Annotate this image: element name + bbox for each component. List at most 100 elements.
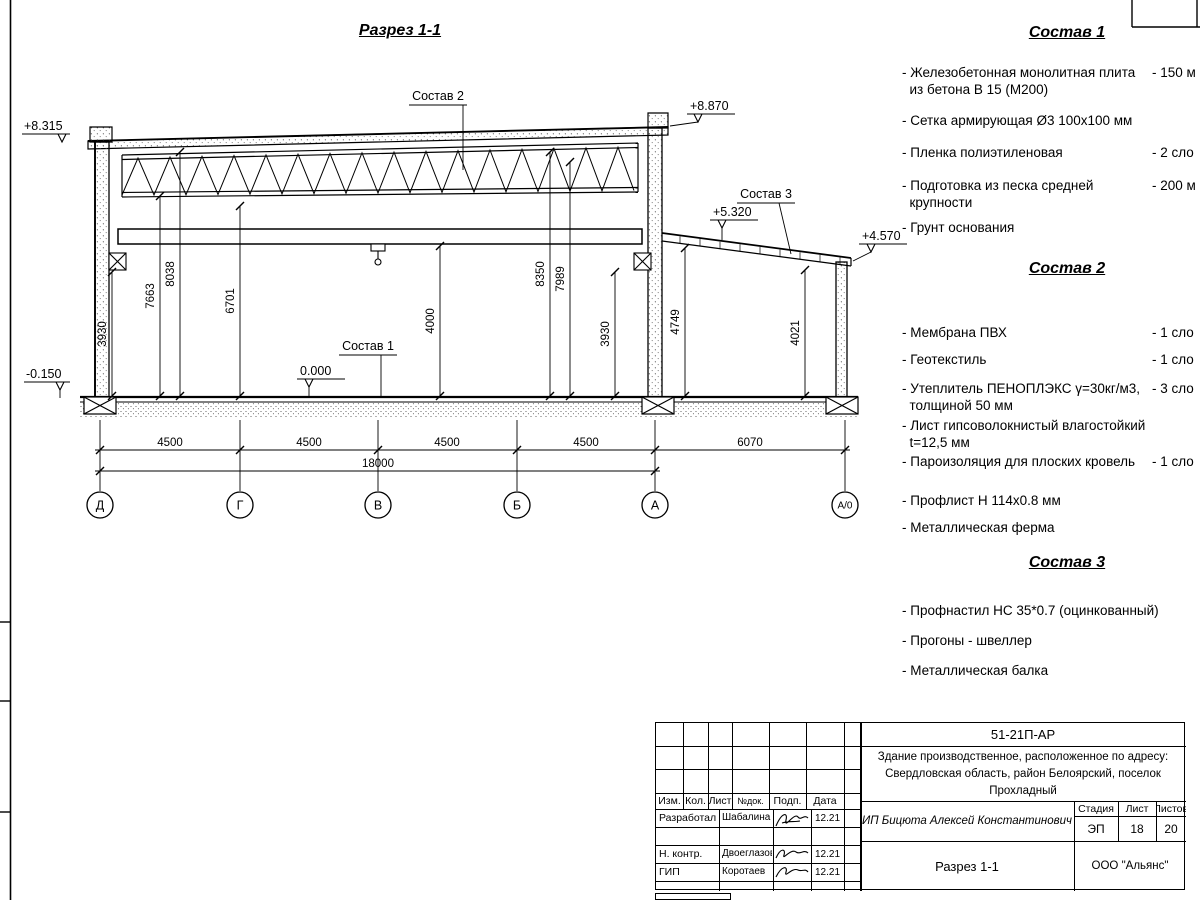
corbels — [108, 252, 652, 271]
building-section — [80, 112, 859, 415]
vertical-dimensions: 3930 7663 8038 6701 4000 8350 7989 3930 … — [97, 147, 810, 401]
project-description: Здание производственное, расположенное п… — [862, 749, 1184, 801]
format-note-box — [655, 893, 731, 900]
item-value: - 3 сло — [1152, 381, 1194, 396]
sheet-header: Лист — [1125, 802, 1149, 815]
list-item: - Грунт основания — [902, 219, 1200, 236]
elevation-marks: +8.315 +8.870 +5.320 +4.570 -0.150 0.000 — [22, 99, 907, 398]
label-sostav3: Состав 3 — [740, 187, 792, 201]
list-item: - Железобетонная монолитная плита из бет… — [902, 64, 1200, 98]
project-line: Прохладный — [989, 785, 1057, 797]
item-label: - Профнастил НС 35*0.7 (оцинкованный) — [902, 603, 1159, 618]
elevation-ground: -0.150 — [26, 367, 61, 381]
project-line: Свердловская область, район Белоярский, … — [885, 768, 1161, 780]
sheet-value: 18 — [1130, 821, 1144, 836]
list-item: - Мембрана ПВХ - 1 сло — [902, 324, 1200, 341]
item-value: - 1 сло — [1152, 352, 1194, 367]
axis-a: А — [651, 499, 660, 513]
item-value: - 150 м — [1152, 65, 1196, 80]
row-role: ГИП — [659, 866, 680, 878]
vdim-6: 8350 — [535, 261, 547, 287]
list-item: - Пароизоляция для плоских кровель - 1 с… — [902, 453, 1200, 470]
hoist-hook — [370, 243, 386, 266]
hdim-total: 18000 — [362, 458, 394, 470]
list-item: - Пленка полиэтиленовая - 2 сло — [902, 144, 1200, 161]
hdim-span4: 4500 — [573, 437, 599, 449]
header-ndok: №док. — [737, 796, 764, 806]
stage-header: Стадия — [1078, 802, 1114, 815]
item-label: - Утеплитель ПЕНОПЛЭКС γ=30кг/м3, толщин… — [902, 381, 1141, 413]
ground-hatch — [80, 402, 858, 417]
signature-icon — [775, 814, 809, 827]
item-label: - Металлическая ферма — [902, 520, 1055, 535]
sheet-title: Разрез 1-1 — [935, 858, 999, 874]
item-label: - Прогоны - швеллер — [902, 633, 1032, 648]
row-role: Разработал — [659, 812, 717, 824]
elevation-roof-left: +8.315 — [24, 119, 63, 133]
header-data: Дата — [813, 795, 837, 807]
list-item: - Утеплитель ПЕНОПЛЭКС γ=30кг/м3, толщин… — [902, 380, 1200, 414]
item-value: - 1 сло — [1152, 325, 1194, 340]
list-item: - Геотекстиль - 1 сло — [902, 351, 1200, 368]
hdim-span1: 4500 — [157, 437, 183, 449]
hdim-span3: 4500 — [434, 437, 460, 449]
vdim-7: 7989 — [555, 266, 567, 292]
item-label: - Профлист Н 114х0.8 мм — [902, 493, 1061, 508]
axis-d: Д — [96, 499, 105, 513]
item-label: - Грунт основания — [902, 220, 1015, 235]
horizontal-dimensions: 4500 4500 4500 4500 6070 18000 Д Г В Б А… — [86, 420, 859, 519]
axis-g: Г — [237, 499, 244, 513]
item-value: - 2 сло — [1152, 145, 1194, 160]
composition-3-heading: Состав 3 — [1028, 554, 1106, 571]
header-podp: Подп. — [773, 795, 802, 807]
elevation-floor: 0.000 — [300, 364, 331, 378]
elevation-roof-right: +8.870 — [690, 99, 729, 113]
dimension-ticks — [107, 147, 810, 401]
item-label: - Железобетонная монолитная плита из бет… — [902, 65, 1136, 97]
item-label: - Металлическая балка — [902, 663, 1049, 678]
doc-number: 51-21П-АР — [990, 727, 1056, 742]
item-label: - Подготовка из песка средней крупности — [902, 178, 1094, 210]
vdim-4: 6701 — [225, 288, 237, 314]
vdim-2: 7663 — [145, 283, 157, 309]
project-line: Здание производственное, расположенное п… — [877, 751, 1169, 763]
composition-1-heading: Состав 1 — [1028, 24, 1106, 41]
axis-b: Б — [513, 499, 521, 513]
label-sostav2: Состав 2 — [412, 89, 464, 103]
elevation-annex-low: +4.570 — [862, 229, 901, 243]
row-date: 12.21 — [814, 813, 841, 824]
row-role: Н. контр. — [659, 848, 703, 860]
vdim-10: 4021 — [790, 320, 802, 346]
signature-icon — [775, 849, 809, 859]
row-name: Шабалина — [722, 812, 771, 823]
item-value: - 200 м — [1152, 178, 1196, 193]
list-item: - Лист гипсоволокнистый влагостойкий t=1… — [902, 417, 1200, 451]
item-label: - Геотекстиль — [902, 352, 987, 367]
leader-labels: Состав 2 Состав 3 Состав 1 — [339, 89, 795, 396]
vdim-5: 4000 — [425, 308, 437, 334]
composition-2-heading: Состав 2 — [1028, 260, 1106, 277]
drawing-title: Разрез 1-1 — [358, 22, 442, 39]
list-item: - Подготовка из песка средней крупности … — [902, 177, 1200, 211]
list-item: - Профлист Н 114х0.8 мм — [902, 492, 1200, 509]
header-izm: Изм. — [658, 795, 681, 807]
hdim-span2: 4500 — [296, 437, 322, 449]
list-item: - Металлическая балка — [902, 662, 1200, 679]
signature-icon — [775, 867, 809, 878]
row-name: Коротаев — [722, 866, 766, 877]
hdim-annex: 6070 — [737, 437, 763, 449]
title-block: 51-21П-АР Здание производственное, распо… — [655, 722, 1186, 891]
item-label: - Пароизоляция для плоских кровель — [902, 454, 1136, 469]
client-name: ИП Бицюта Алексей Константинович — [862, 815, 1072, 827]
company-name: ООО "Альянс" — [1091, 860, 1169, 872]
header-kol: Кол. — [685, 795, 706, 807]
annex-roof — [661, 232, 852, 267]
vdim-8: 3930 — [600, 321, 612, 347]
item-label: - Мембрана ПВХ — [902, 325, 1007, 340]
item-label: - Лист гипсоволокнистый влагостойкий t=1… — [902, 418, 1146, 450]
foundations — [83, 396, 859, 415]
elevation-annex-high: +5.320 — [713, 205, 752, 219]
sheets-value: 20 — [1164, 821, 1178, 836]
